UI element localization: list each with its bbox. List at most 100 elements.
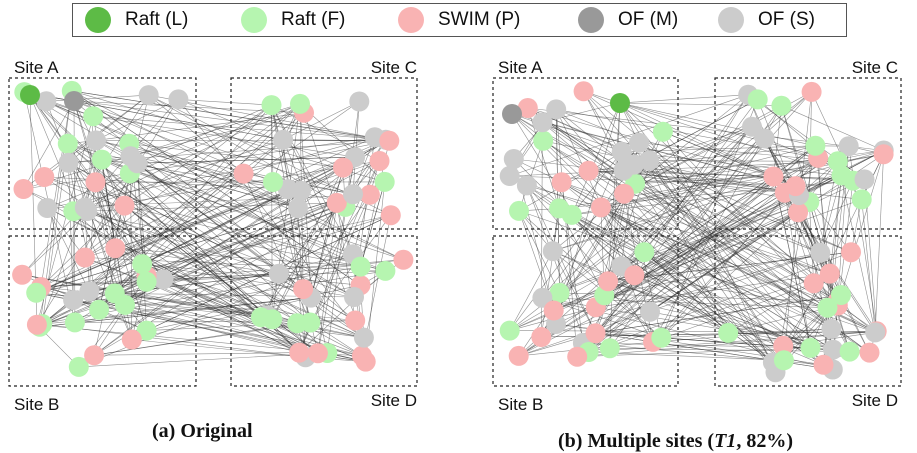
edge (781, 106, 883, 151)
raft-follower-node (653, 122, 673, 142)
edge (137, 157, 355, 163)
edge (620, 95, 748, 103)
swim-node (75, 248, 95, 268)
of-slave-node (517, 175, 537, 195)
panel-multiple-sites: Site A Site C Site B Site D (493, 58, 901, 414)
of-slave-node (810, 243, 830, 263)
swim-node (860, 343, 880, 363)
raft-follower-node (290, 94, 310, 114)
of-master-node (502, 104, 522, 124)
of-slave-node (59, 153, 79, 173)
raft-follower-node (287, 313, 307, 333)
raft-follower-node (651, 328, 671, 348)
raft-follower-node (509, 201, 529, 221)
swim-node (370, 151, 390, 171)
raft-leader-node (610, 93, 630, 113)
of-slave-node (288, 198, 308, 218)
site-c-label: Site C (852, 58, 898, 77)
raft-follower-node (600, 338, 620, 358)
swim-node (579, 161, 599, 181)
swim-node (289, 343, 309, 363)
of-slave-node (755, 128, 775, 148)
swim-node (393, 250, 413, 270)
raft-follower-node (774, 350, 794, 370)
swim-node (591, 197, 611, 217)
site-a-label: Site A (498, 58, 543, 77)
swim-node (586, 323, 606, 343)
caption-prefix: (b) Multiple sites ( (558, 430, 714, 452)
raft-follower-node (92, 150, 112, 170)
swim-node (614, 184, 634, 204)
of-slave-node (343, 184, 363, 204)
of-slave-node (139, 85, 159, 105)
raft-follower-node (840, 342, 860, 362)
raft-follower-node (634, 242, 654, 262)
of-slave-node (354, 328, 374, 348)
site-b-label: Site B (498, 395, 543, 414)
swim-node (14, 179, 34, 199)
raft-follower-node (351, 257, 371, 277)
edge (820, 175, 841, 252)
raft-follower-node (718, 323, 738, 343)
caption-suffix: , 82%) (736, 430, 793, 452)
of-slave-node (855, 169, 875, 189)
raft-follower-node (105, 283, 125, 303)
of-slave-node (821, 319, 841, 339)
swim-node (574, 81, 594, 101)
of-slave-node (629, 133, 649, 153)
edge (875, 154, 883, 332)
of-slave-node (273, 130, 293, 150)
swim-node (27, 315, 47, 335)
raft-follower-node (137, 272, 157, 292)
swim-node (234, 164, 254, 184)
raft-follower-node (805, 136, 825, 156)
swim-node (333, 158, 353, 178)
edge (650, 202, 809, 312)
raft-follower-node (550, 283, 570, 303)
of-slave-node (500, 166, 520, 186)
edge (94, 353, 299, 356)
swim-node (308, 343, 328, 363)
caption-original: (a) Original (152, 420, 253, 443)
site-d-label: Site D (371, 391, 417, 410)
of-slave-node (86, 130, 106, 150)
swim-node (34, 167, 54, 187)
of-slave-node (121, 146, 141, 166)
swim-node (544, 301, 564, 321)
swim-node (786, 176, 806, 196)
site-a-label: Site A (14, 58, 59, 77)
swim-node (552, 172, 572, 192)
swim-node (122, 330, 142, 350)
caption-italic: T1 (714, 430, 736, 452)
raft-follower-node (262, 95, 282, 115)
of-slave-node (75, 198, 95, 218)
panel-original: Site A Site C Site B Site D (9, 58, 417, 414)
swim-node (105, 238, 125, 258)
edge (820, 181, 853, 253)
swim-node (115, 196, 135, 216)
site-b-label: Site B (14, 395, 59, 414)
of-slave-node (865, 322, 885, 342)
swim-node (381, 205, 401, 225)
site-c-label: Site C (371, 58, 417, 77)
raft-leader-node (20, 85, 40, 105)
swim-node (802, 82, 822, 102)
of-slave-node (153, 269, 173, 289)
caption-multiple-sites: (b) Multiple sites (T1, 82%) (558, 430, 793, 453)
swim-node (379, 131, 399, 151)
raft-follower-node (375, 261, 395, 281)
swim-node (531, 327, 551, 347)
swim-node (598, 271, 618, 291)
raft-follower-node (500, 321, 520, 341)
raft-follower-node (263, 172, 283, 192)
of-slave-node (344, 287, 364, 307)
of-slave-node (63, 290, 83, 310)
swim-node (804, 273, 824, 293)
edge (69, 163, 74, 300)
swim-node (84, 345, 104, 365)
swim-node (624, 265, 644, 285)
edge (93, 116, 386, 140)
raft-follower-node (549, 198, 569, 218)
swim-node (841, 242, 861, 262)
